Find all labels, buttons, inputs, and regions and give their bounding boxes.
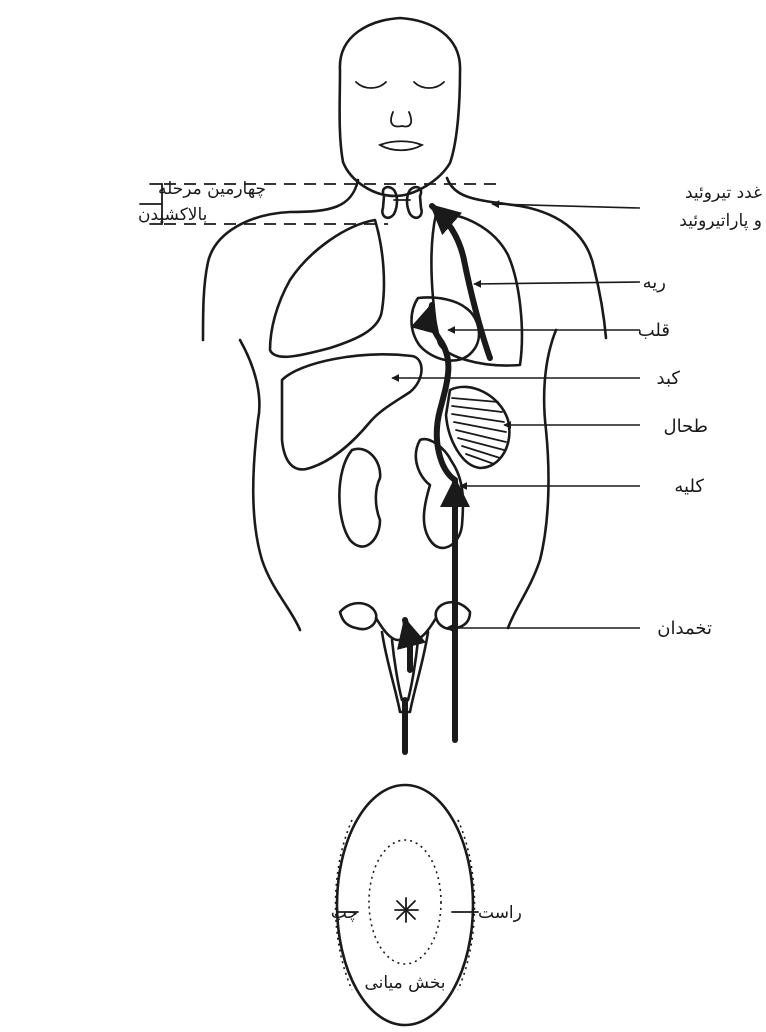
- label-left: چپ: [331, 903, 358, 923]
- organ-labels: چهارمین مرحله بالاکشیدن غدد تیروئید و پا…: [138, 179, 762, 639]
- crown-inner-zone: [369, 840, 441, 964]
- crown-center-star-icon: [395, 898, 418, 922]
- right-eye-icon: [414, 82, 444, 88]
- mouth-icon: [380, 141, 422, 150]
- right-torso: [508, 330, 556, 628]
- left-lung: [270, 220, 384, 357]
- label-fourth-stage-line1: چهارمین مرحله: [158, 179, 266, 199]
- label-fourth-stage-line2: بالاکشیدن: [138, 205, 207, 225]
- label-ovary: تخمدان: [657, 618, 712, 639]
- crown-view-diagram: راست چپ بخش میانی: [331, 785, 522, 1025]
- left-eye-icon: [356, 82, 386, 88]
- label-heart: قلب: [638, 320, 670, 341]
- face: [356, 82, 444, 150]
- label-liver: کبد: [657, 368, 681, 389]
- lung-pointer: [474, 282, 640, 284]
- body-outline: [203, 18, 606, 630]
- energy-path: [405, 206, 490, 740]
- label-middle: بخش میانی: [364, 973, 445, 993]
- spleen: [446, 387, 509, 468]
- label-right: راست: [478, 903, 522, 923]
- left-shoulder: [203, 180, 358, 340]
- label-thyroid-line2: و پاراتیروئید: [679, 211, 762, 231]
- label-spleen: طحال: [663, 416, 708, 437]
- label-lung: ریه: [643, 272, 666, 293]
- label-thyroid-line1: غدد تیروئید: [685, 183, 762, 203]
- label-kidney: کلیه: [674, 476, 704, 497]
- left-torso: [240, 340, 300, 630]
- left-kidney: [339, 449, 380, 547]
- head-outline: [340, 18, 460, 196]
- nose-icon: [391, 112, 411, 126]
